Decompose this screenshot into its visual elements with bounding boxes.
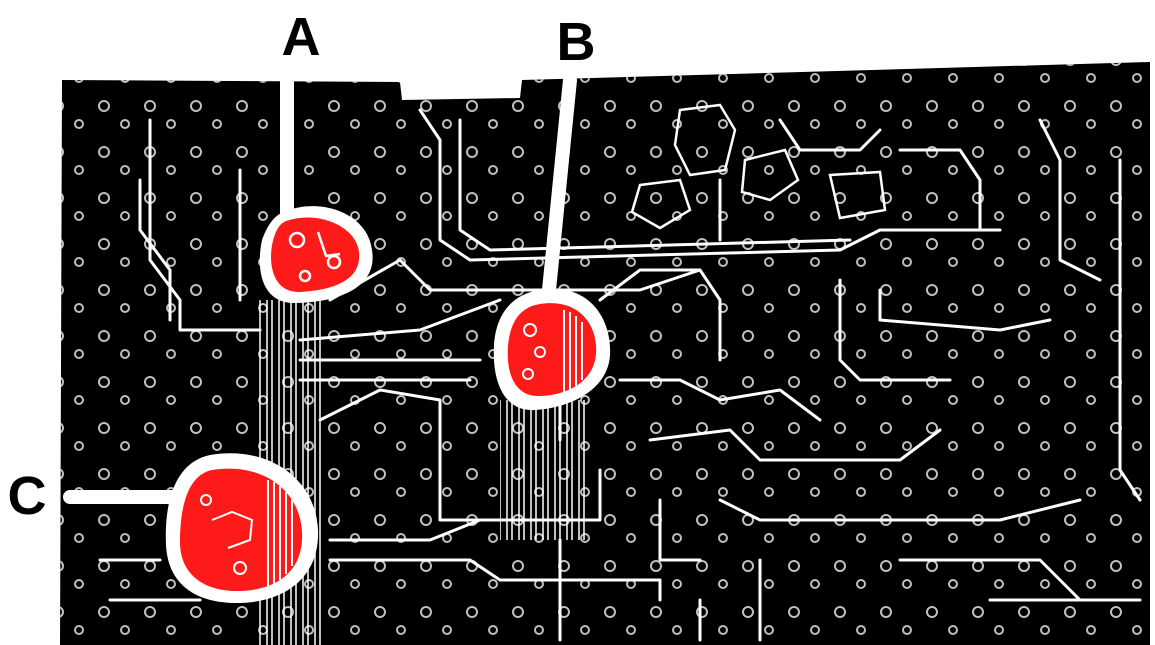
callout-a-highlight: [271, 217, 360, 293]
callout-c-label: C: [8, 466, 47, 526]
board-traces: [98, 108, 1142, 642]
copper-island: [828, 170, 887, 220]
copper-island: [630, 178, 692, 230]
callout-a: A: [259, 7, 373, 304]
copper-island: [740, 148, 800, 202]
callout-b: B: [493, 12, 611, 411]
copper-island: [673, 103, 737, 177]
callout-a-label: A: [282, 7, 321, 67]
callout-a-pads: [288, 231, 342, 283]
callout-b-leader: [541, 73, 577, 307]
callout-b-label: B: [557, 12, 596, 72]
callout-b-traces: [522, 310, 583, 392]
trace-bus-mid: [500, 400, 590, 540]
callout-b-highlight: [507, 303, 597, 396]
callout-c: C: [8, 453, 319, 604]
callout-c-traces: [200, 480, 293, 586]
